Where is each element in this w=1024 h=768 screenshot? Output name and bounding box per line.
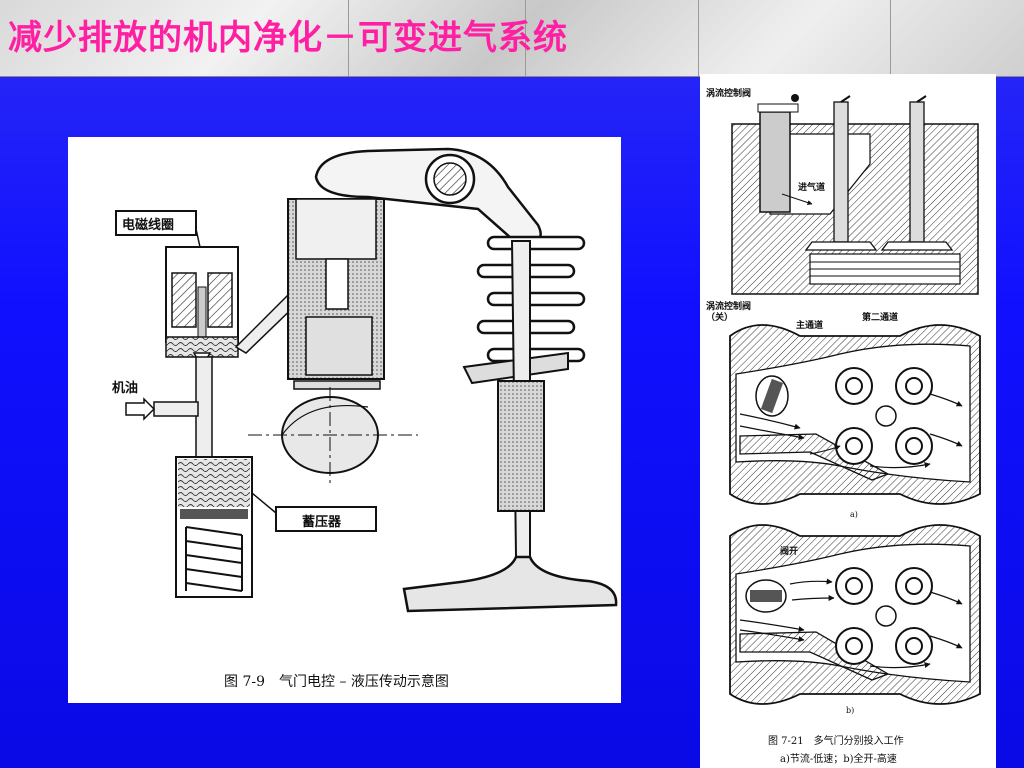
airflow-arrows [739,393,963,469]
right-figure-caption-1: 图 7-21 多气门分别投入工作 [768,736,904,747]
label-b: b) [846,706,855,715]
hydraulic-piston [305,316,373,376]
solenoid-label-box [115,210,197,236]
oil-label: 机油 [112,381,139,396]
label-swirl-valve: 涡流控制阀 [706,89,752,99]
accumulator-label-box [275,506,377,532]
label-second-port: 第二通道 [862,313,899,323]
title-bar: 减少排放的机内净化－可变进气系统 [0,0,1024,77]
label-main-port: 主通道 [796,321,824,331]
solenoid-label: 电磁线圈 [122,218,175,233]
intake-valve-1 [833,101,849,243]
port-layout-high-speed [729,524,981,705]
rocker-arm [314,147,542,243]
oil-inlet-arrow-icon [125,397,156,421]
accumulator-spring [185,526,243,592]
slide-title: 减少排放的机内净化－可变进气系统 [8,18,568,58]
header-divider [890,0,891,76]
header-divider [348,0,349,76]
swirl-valve-open [750,590,782,602]
swirl-valve-actuator [759,111,791,213]
solenoid-coil-left [171,272,197,328]
accumulator-label: 蓄压器 [302,515,342,530]
right-figure-caption-2: a)节流-低速；b)全开-高速 [780,754,897,765]
header-divider [698,0,699,76]
valve-hydraulic-diagram: 电磁线圈 机油 蓄压器 图 7-9 气门电控 – 液压传动示意图 [68,137,621,703]
label-a: a) [850,510,858,519]
cylinder-head-section [731,94,979,295]
swirl-valve-closed [760,378,784,414]
label-swirl-valve-closed: 涡流控制阀（关） [706,302,752,323]
valve-head [402,555,618,613]
port-layout-low-speed [729,324,981,505]
valve-hydraulic-drawing [115,147,618,613]
variable-intake-drawing [729,94,981,705]
variable-intake-diagram: 涡流控制阀 进气道 涡流控制阀（关） 主通道 第二通道 a) 阀开 b) 图 7… [700,74,996,768]
header-divider [525,0,526,76]
valve-guide [497,380,545,512]
airflow-arrows-open [739,578,963,669]
left-figure-caption: 图 7-9 气门电控 – 液压传动示意图 [224,674,449,690]
label-valve-open: 阀开 [780,547,799,557]
solenoid-coil-right [207,272,233,328]
intake-valve-2 [909,101,925,243]
label-intake-port: 进气道 [798,183,826,193]
